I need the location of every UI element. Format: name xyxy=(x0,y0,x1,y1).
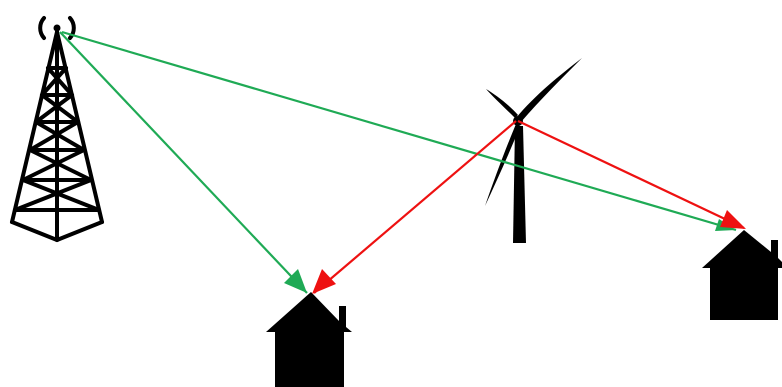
arrowhead-green xyxy=(284,269,307,293)
reflected-signal-near-house xyxy=(313,120,517,294)
direct-signal-lines xyxy=(59,30,737,294)
arrowhead-red xyxy=(720,210,746,229)
house-icon xyxy=(266,292,352,387)
direct-signal-near-house xyxy=(59,31,308,294)
radio-tower-icon xyxy=(10,16,104,242)
arrowhead-red xyxy=(312,269,336,294)
wind-turbine-icon xyxy=(485,58,582,243)
house-icon xyxy=(702,230,782,320)
direct-signal-far-house xyxy=(61,30,737,232)
reflected-signal-far-house xyxy=(517,120,745,229)
reflected-signal-lines xyxy=(312,120,746,294)
